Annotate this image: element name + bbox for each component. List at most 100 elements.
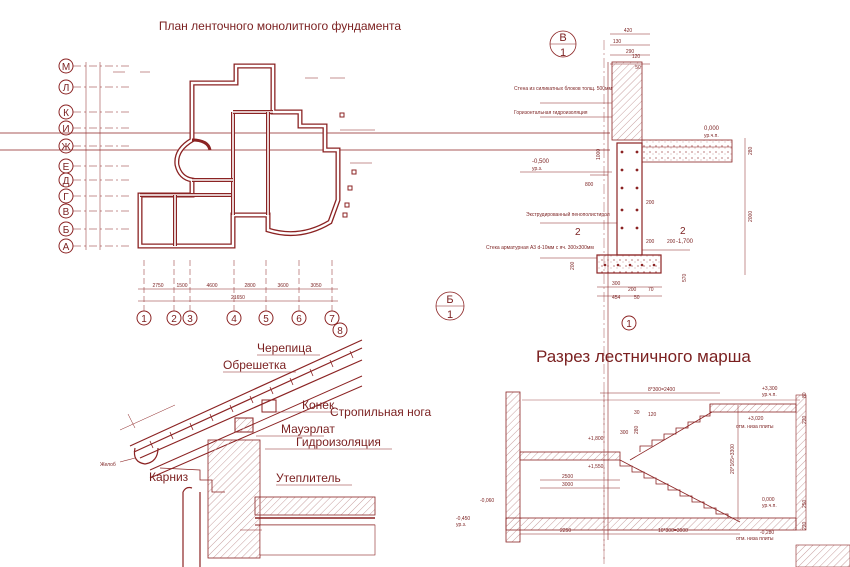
- section-floor-slab: [641, 139, 733, 163]
- lower-flight: [619, 460, 729, 518]
- section-marker-v1: В 1: [549, 30, 577, 59]
- col-axis-6: 6: [291, 260, 307, 326]
- svg-text:70: 70: [648, 287, 654, 293]
- svg-text:3000: 3000: [562, 482, 573, 488]
- svg-text:2750: 2750: [152, 283, 163, 289]
- row-axis-l: Л: [58, 79, 130, 95]
- svg-text:220: 220: [802, 415, 808, 424]
- svg-text:И: И: [62, 124, 69, 135]
- svg-text:120: 120: [632, 54, 641, 60]
- svg-text:1000: 1000: [596, 149, 602, 160]
- svg-text:1500: 1500: [176, 283, 187, 289]
- svg-text:2800: 2800: [244, 283, 255, 289]
- svg-text:отм. низа плиты: отм. низа плиты: [736, 536, 774, 542]
- note-insulation: Экструдированный пенополистирол: [526, 211, 610, 218]
- label-insulation: Утеплитель: [276, 471, 341, 485]
- svg-text:-1,700: -1,700: [676, 239, 694, 245]
- svg-text:7: 7: [329, 314, 335, 325]
- svg-text:8: 8: [337, 326, 343, 337]
- svg-text:200: 200: [646, 239, 655, 245]
- svg-text:2500: 2500: [562, 474, 573, 480]
- rebar-dots: [620, 150, 639, 230]
- row-axis-k: К: [58, 104, 130, 120]
- svg-text:200: 200: [667, 239, 676, 245]
- svg-text:Б: Б: [446, 294, 453, 306]
- plan-col-axes: 1 2 3 4 5 6 7 8: [136, 260, 348, 338]
- svg-text:120: 120: [648, 412, 657, 418]
- row-axis-b: Б: [58, 221, 130, 237]
- svg-text:200: 200: [646, 200, 655, 206]
- foundation-strips: [137, 63, 341, 249]
- svg-text:3: 3: [187, 314, 193, 325]
- row-axis-e: Е: [58, 158, 130, 174]
- svg-text:0,000: 0,000: [704, 126, 720, 132]
- section-footing: [596, 254, 662, 274]
- svg-text:200: 200: [628, 287, 637, 293]
- svg-text:Б: Б: [63, 225, 70, 236]
- roof-detail: Черепица Обрешетка Конек Стропильная ног…: [100, 339, 432, 567]
- stair-left-wall: [505, 391, 521, 543]
- svg-text:2000: 2000: [748, 211, 754, 222]
- label-lath: Обрешетка: [223, 358, 286, 372]
- row-axis-i: И: [58, 120, 130, 136]
- section-bottom-dims: 300 200 70 454 50 570: [597, 273, 688, 301]
- foundation-plan: План ленточного монолитного фундамента М…: [58, 19, 401, 338]
- svg-text:+1,800: +1,800: [588, 436, 604, 442]
- svg-text:420: 420: [624, 28, 633, 34]
- svg-text:10*300=3000: 10*300=3000: [658, 528, 688, 534]
- svg-text:+3,300: +3,300: [762, 386, 778, 392]
- svg-text:отм. низа плиты: отм. низа плиты: [736, 424, 774, 430]
- svg-text:К: К: [63, 108, 69, 119]
- stair-section: Разрез лестничного марша +3,300: [456, 347, 850, 567]
- svg-text:220: 220: [802, 521, 808, 530]
- svg-text:5: 5: [263, 314, 269, 325]
- col-axis-5: 5: [258, 260, 274, 326]
- stair-landing: [519, 451, 621, 461]
- svg-text:1: 1: [447, 309, 453, 321]
- svg-text:ур.з.: ур.з.: [456, 522, 466, 528]
- svg-text:570: 570: [682, 273, 688, 282]
- svg-text:ур.з.: ур.з.: [532, 166, 542, 172]
- svg-text:2: 2: [575, 227, 581, 238]
- note-waterproof: Горизонтальная гидроизоляция: [514, 110, 588, 116]
- plan-top-ticks: [113, 71, 375, 164]
- svg-text:1: 1: [626, 319, 632, 330]
- label-ridge: Конек: [302, 398, 335, 412]
- svg-text:Л: Л: [63, 83, 70, 94]
- label-tile: Черепица: [257, 341, 312, 355]
- gutter: [133, 447, 159, 465]
- svg-text:290: 290: [626, 49, 635, 55]
- col-axis-1: 1: [136, 260, 152, 326]
- row-axis-m: М: [58, 58, 130, 74]
- svg-text:ур.ч.п.: ур.ч.п.: [762, 503, 777, 509]
- svg-text:Е: Е: [63, 162, 70, 173]
- svg-text:-0,060: -0,060: [480, 498, 494, 504]
- svg-text:21650: 21650: [231, 295, 245, 301]
- upper-flight: [639, 404, 711, 452]
- stair-top-slab: [709, 403, 797, 413]
- svg-text:280: 280: [634, 425, 640, 434]
- label-plate: Мауэрлат: [281, 422, 335, 436]
- rafter: [149, 375, 363, 479]
- svg-text:Ж: Ж: [61, 142, 71, 153]
- row-axis-v: В: [58, 203, 130, 219]
- svg-text:250: 250: [802, 499, 808, 508]
- svg-text:300: 300: [620, 430, 629, 436]
- row-axis-a: А: [58, 238, 130, 254]
- row-axis-zh: Ж: [58, 138, 130, 154]
- section-leaders: [540, 102, 617, 259]
- svg-text:454: 454: [612, 295, 621, 301]
- svg-text:1: 1: [560, 47, 566, 59]
- svg-text:8*300=2400: 8*300=2400: [648, 387, 675, 393]
- svg-text:30: 30: [634, 410, 640, 416]
- svg-text:-0,500: -0,500: [532, 159, 550, 165]
- svg-text:ур.ч.п.: ур.ч.п.: [762, 392, 777, 398]
- svg-text:+1,550: +1,550: [588, 464, 604, 470]
- svg-text:3600: 3600: [277, 283, 288, 289]
- section-wall: [611, 61, 643, 141]
- stair-bottom-slab: [505, 517, 797, 531]
- roof-tiles: [129, 339, 363, 459]
- svg-text:50: 50: [634, 295, 640, 301]
